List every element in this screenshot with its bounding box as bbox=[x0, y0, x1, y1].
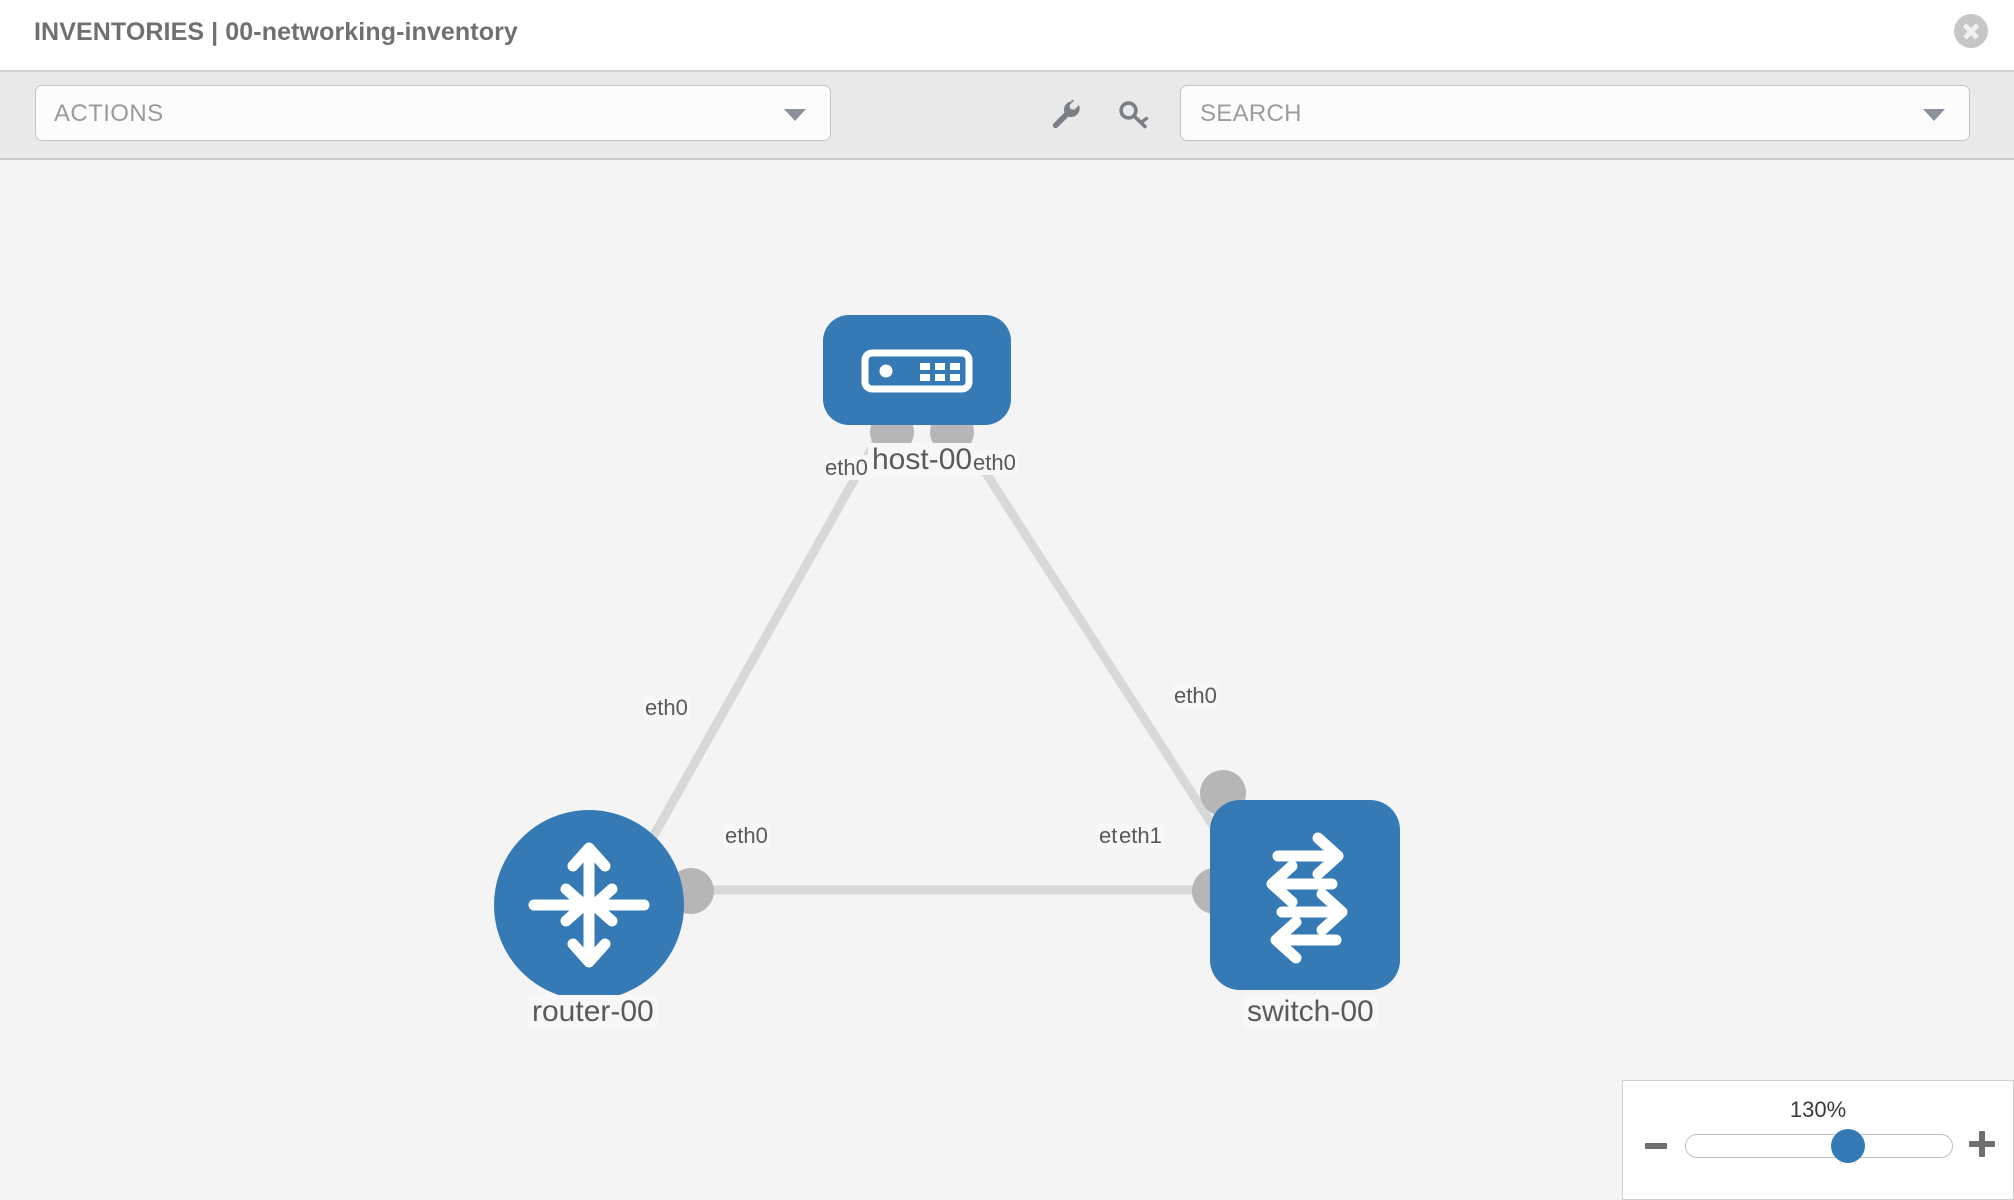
zoom-in-button[interactable] bbox=[1969, 1131, 1995, 1157]
zoom-percent-label: 130% bbox=[1789, 1097, 1847, 1122]
page-header: INVENTORIES | 00-networking-inventory bbox=[0, 0, 2014, 70]
actions-dropdown[interactable]: ACTIONS bbox=[35, 85, 831, 141]
search-input[interactable]: SEARCH bbox=[1180, 85, 1970, 141]
zoom-slider-thumb[interactable] bbox=[1831, 1129, 1866, 1163]
wrench-icon[interactable] bbox=[1049, 98, 1083, 132]
zoom-control-panel: 130% bbox=[1622, 1080, 2014, 1200]
chevron-down-icon bbox=[784, 109, 806, 121]
server-icon bbox=[861, 349, 973, 393]
node-label-router-00: router-00 bbox=[528, 995, 658, 1029]
zoom-out-button[interactable] bbox=[1645, 1143, 1667, 1149]
interface-label-host-left: eth0 bbox=[823, 455, 870, 481]
node-label-host-00: host-00 bbox=[868, 443, 977, 477]
actions-dropdown-label: ACTIONS bbox=[54, 100, 164, 127]
interface-label-host-right: eth0 bbox=[971, 450, 1018, 476]
router-arrows-icon bbox=[528, 842, 650, 968]
node-switch-00[interactable] bbox=[1210, 800, 1400, 990]
topology-canvas[interactable]: eth0 host-00 eth0 eth0 eth0 eth0 eth0 et… bbox=[0, 160, 2014, 1200]
switch-arrows-icon bbox=[1266, 832, 1348, 964]
interface-label-switch-left: eth1 bbox=[1117, 823, 1164, 849]
interface-label-router-right: eth0 bbox=[723, 823, 770, 849]
edge-host-switch[interactable] bbox=[951, 422, 1239, 863]
zoom-slider[interactable] bbox=[1685, 1129, 1953, 1163]
toolbar: ACTIONS SEARCH bbox=[0, 70, 2014, 160]
interface-label-router-upper: eth0 bbox=[643, 695, 690, 721]
node-label-switch-00: switch-00 bbox=[1243, 995, 1378, 1029]
edge-host-router[interactable] bbox=[636, 422, 889, 863]
topology-edges bbox=[636, 422, 1239, 895]
search-placeholder: SEARCH bbox=[1200, 100, 1302, 127]
close-icon[interactable] bbox=[1954, 14, 1988, 48]
node-router-00[interactable] bbox=[494, 810, 684, 1000]
key-icon[interactable] bbox=[1117, 98, 1151, 132]
node-host-00[interactable] bbox=[823, 315, 1011, 425]
page-title: INVENTORIES | 00-networking-inventory bbox=[34, 18, 518, 46]
chevron-down-icon[interactable] bbox=[1923, 109, 1945, 121]
interface-label-switch-upper: eth0 bbox=[1172, 683, 1219, 709]
